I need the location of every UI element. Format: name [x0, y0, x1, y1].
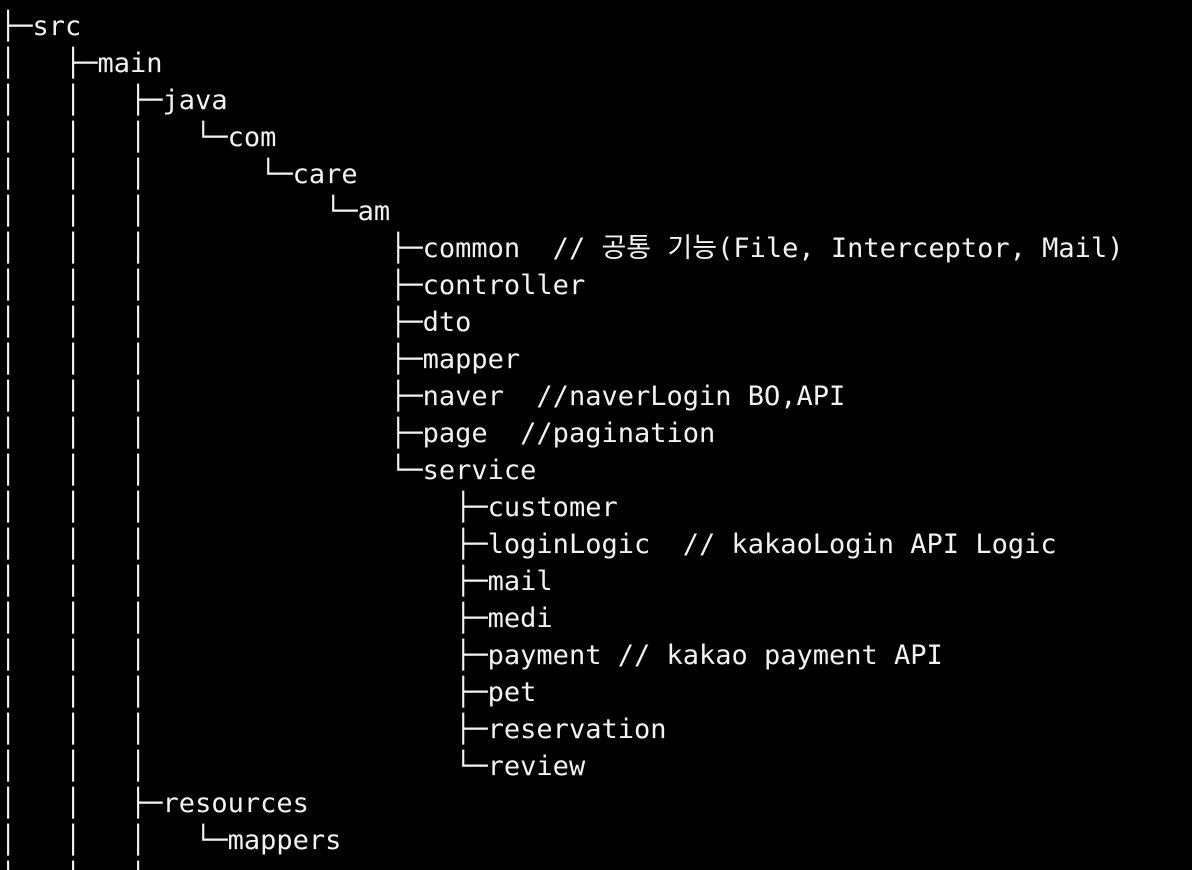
tree-line-page: │ │ │ ├─page //pagination	[0, 418, 716, 449]
tree-line-customer: │ │ │ ├─customer	[0, 492, 618, 523]
tree-line-cutoff: │ │ │	[0, 859, 228, 870]
tree-line-pet: │ │ │ ├─pet	[0, 677, 537, 708]
tree-line-am: │ │ │ └─am	[0, 196, 391, 227]
tree-line-care: │ │ │ └─care	[0, 159, 358, 190]
tree-line-naver: │ │ │ ├─naver //naverLogin BO,API	[0, 381, 846, 412]
tree-line-loginlogic: │ │ │ ├─loginLogic // kakaoLogin API Log…	[0, 529, 1057, 560]
tree-line-java: │ │ ├─java	[0, 85, 228, 116]
tree-line-payment: │ │ │ ├─payment // kakao payment API	[0, 640, 943, 671]
tree-line-com: │ │ │ └─com	[0, 122, 277, 153]
tree-line-main: │ ├─main	[0, 48, 163, 79]
tree-line-service: │ │ │ └─service	[0, 455, 537, 486]
tree-line-common: │ │ │ ├─common // 공통 기능(File, Intercepto…	[0, 233, 1124, 264]
tree-line-resources: │ │ ├─resources	[0, 788, 309, 819]
tree-line-src: ├─src	[0, 11, 82, 42]
tree-line-mapper: │ │ │ ├─mapper	[0, 344, 521, 375]
tree-line-mappers: │ │ │ └─mappers	[0, 825, 342, 856]
tree-line-reservation: │ │ │ ├─reservation	[0, 714, 667, 745]
tree-line-controller: │ │ │ ├─controller	[0, 270, 586, 301]
tree-line-dto: │ │ │ ├─dto	[0, 307, 472, 338]
tree-line-medi: │ │ │ ├─medi	[0, 603, 553, 634]
tree-line-mail: │ │ │ ├─mail	[0, 566, 553, 597]
tree-line-review: │ │ │ └─review	[0, 751, 586, 782]
